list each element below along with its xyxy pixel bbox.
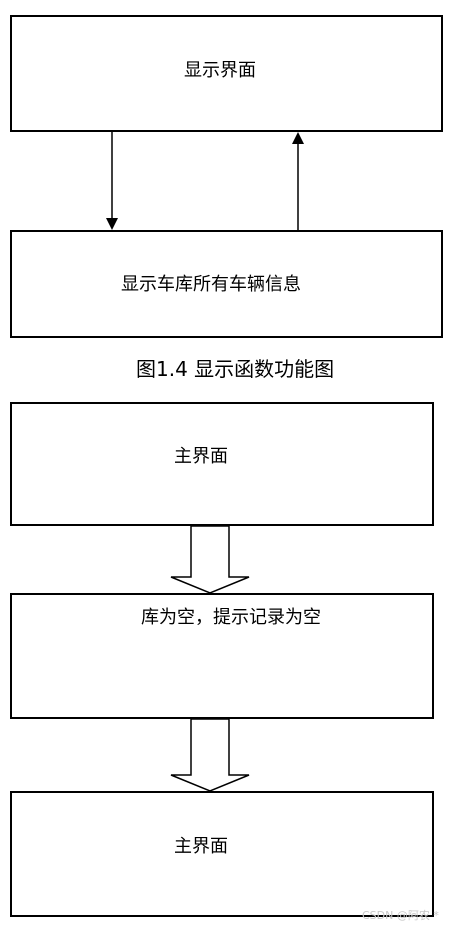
- empty-garage-label: 库为空，提示记录为空: [141, 607, 321, 628]
- watermark: CSDN @阿农 *: [362, 909, 439, 922]
- figure-caption: 图1.4 显示函数功能图: [136, 357, 335, 381]
- show-all-vehicles-box: [10, 230, 443, 338]
- main-interface-box-2: [10, 791, 434, 917]
- block-arrow-empty-to-main: [170, 718, 250, 792]
- empty-garage-box: [10, 593, 434, 719]
- main-interface-box-1: [10, 402, 434, 526]
- display-interface-label: 显示界面: [184, 60, 256, 81]
- show-all-vehicles-label: 显示车库所有车辆信息: [121, 274, 301, 295]
- display-interface-box: [10, 15, 443, 132]
- arrow-down-display-to-info: [106, 132, 118, 230]
- arrow-up-info-to-display: [292, 132, 304, 230]
- main-interface-label-1: 主界面: [174, 446, 228, 467]
- block-arrow-main-to-empty: [170, 525, 250, 594]
- main-interface-label-2: 主界面: [174, 836, 228, 857]
